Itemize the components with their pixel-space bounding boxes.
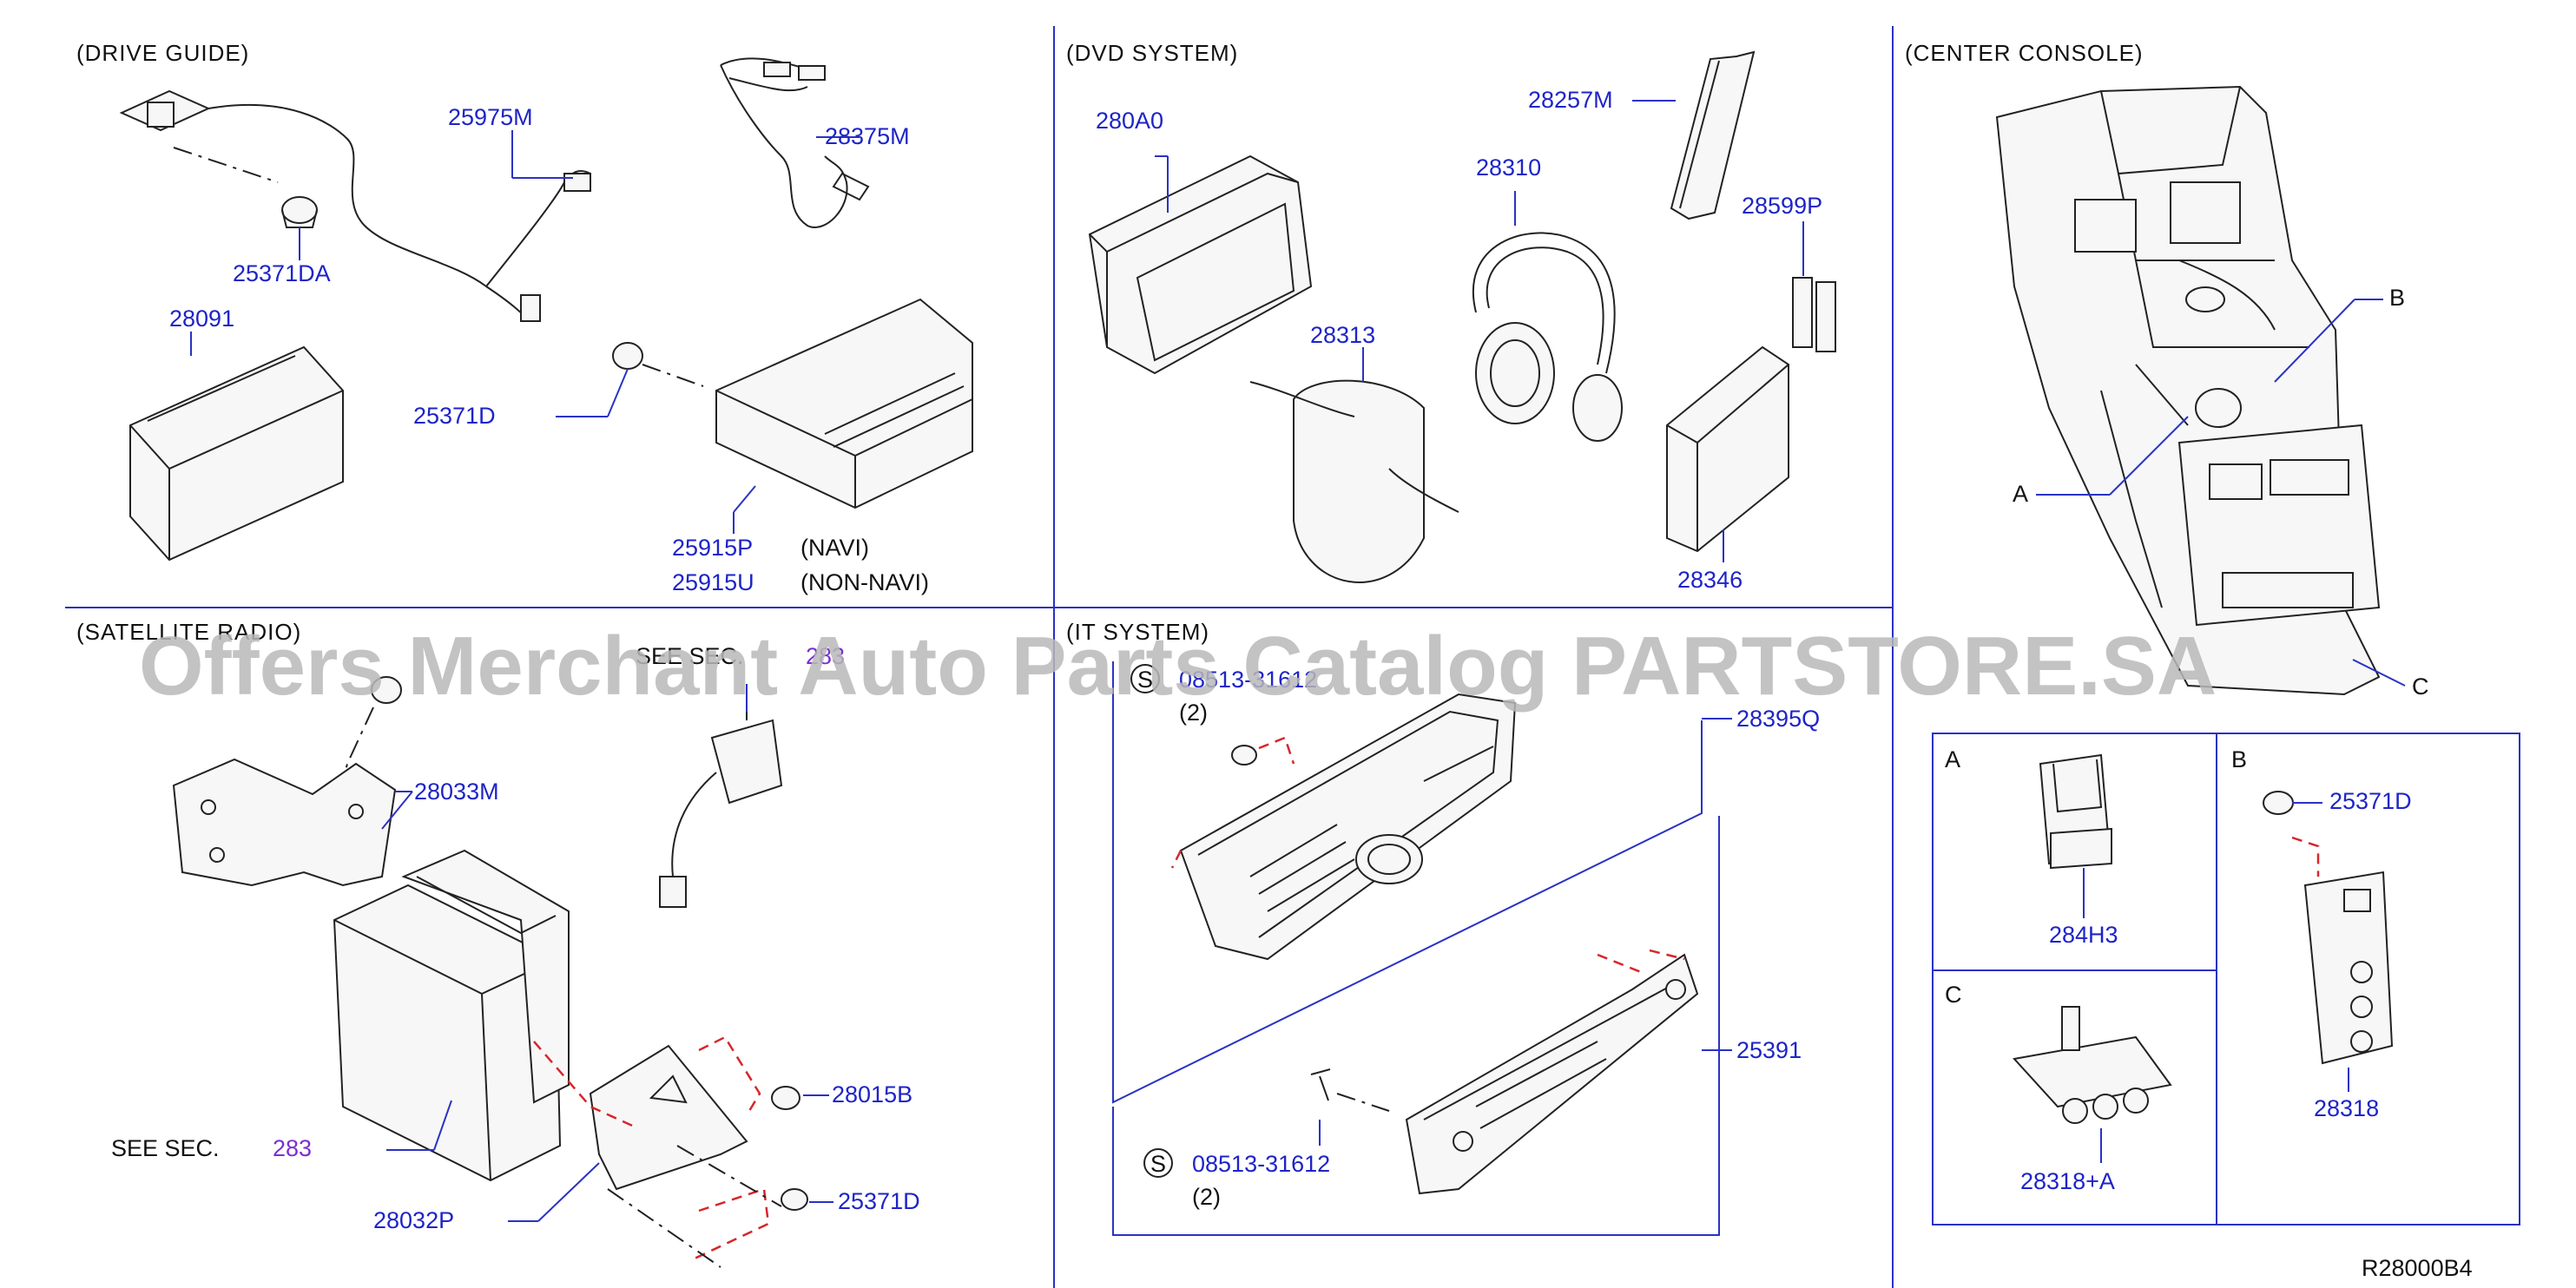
part-08513-31612-top[interactable]: 08513-31612: [1179, 667, 1317, 693]
dvd-system-drawings: [1088, 50, 1836, 583]
s-symbol-top-icon: [1130, 664, 1160, 693]
section-title-dvd-system: (DVD SYSTEM): [1066, 40, 1238, 66]
s-symbol-bottom-icon: [1143, 1148, 1173, 1178]
part-28318-A[interactable]: 28318+A: [2020, 1168, 2115, 1194]
see-sec-bottom-ref[interactable]: 283: [273, 1135, 312, 1161]
center-console-drawings: [1995, 85, 2381, 696]
panel-separators: [65, 26, 1894, 1288]
part-25371DA[interactable]: 25371DA: [233, 260, 331, 286]
part-28346[interactable]: 28346: [1677, 567, 1743, 593]
satellite-radio-drawings: [172, 676, 808, 1268]
satellite-radio-leaders: [381, 684, 833, 1222]
dvd-system-leaders: [1155, 100, 1804, 562]
qty-top: (2): [1179, 700, 1208, 726]
part-284H3[interactable]: 284H3: [2049, 922, 2118, 948]
part-25975M[interactable]: 25975M: [448, 104, 533, 130]
see-sec-bottom: SEE SEC.: [111, 1135, 220, 1161]
callout-B: B: [2389, 285, 2405, 311]
section-title-satellite-radio: (SATELLITE RADIO): [76, 619, 301, 645]
detail-leaders: [2083, 802, 2349, 1163]
part-25915U-note: (NON-NAVI): [800, 569, 929, 595]
section-title-center-console: (CENTER CONSOLE): [1905, 40, 2144, 66]
part-28599P[interactable]: 28599P: [1742, 193, 1822, 219]
it-system-drawings: [1112, 661, 1720, 1236]
see-sec-top-ref[interactable]: 283: [806, 643, 845, 669]
section-title-drive-guide: (DRIVE GUIDE): [76, 40, 249, 66]
s-symbol-top: S: [1137, 667, 1153, 693]
part-25915P[interactable]: 25915P: [672, 535, 753, 561]
drive-guide-leaders: [190, 130, 860, 534]
part-28257M[interactable]: 28257M: [1528, 87, 1613, 113]
detail-label-C: C: [1945, 982, 1962, 1008]
part-25371D-console[interactable]: 25371D: [2329, 788, 2412, 814]
callout-C: C: [2412, 674, 2429, 700]
see-sec-top: SEE SEC.: [636, 643, 744, 669]
part-25915U[interactable]: 25915U: [672, 569, 754, 595]
part-08513-31612-bottom[interactable]: 08513-31612: [1192, 1151, 1330, 1177]
part-28032P[interactable]: 28032P: [373, 1207, 454, 1233]
callout-A: A: [2013, 481, 2028, 507]
detail-label-B: B: [2231, 746, 2247, 772]
part-25371D-drive[interactable]: 25371D: [413, 403, 496, 429]
s-symbol-bottom: S: [1150, 1151, 1166, 1177]
part-28091[interactable]: 28091: [169, 306, 234, 332]
part-28033M[interactable]: 28033M: [414, 779, 499, 805]
part-28395Q[interactable]: 28395Q: [1736, 706, 1820, 732]
qty-bottom: (2): [1192, 1184, 1221, 1210]
part-28375M[interactable]: 28375M: [825, 123, 910, 149]
section-title-it-system: (IT SYSTEM): [1066, 619, 1209, 645]
detail-boxes: [1932, 733, 2520, 1226]
diagram-code: R28000B4: [2362, 1255, 2473, 1281]
watermark-text: Offers Merchant Auto Parts Catalog PARTS…: [139, 620, 2217, 713]
detail-drawings: [2013, 753, 2394, 1124]
part-28318[interactable]: 28318: [2314, 1095, 2379, 1121]
it-system-leaders: [1319, 718, 1732, 1146]
part-280A0[interactable]: 280A0: [1096, 108, 1163, 134]
part-28015B[interactable]: 28015B: [832, 1081, 912, 1107]
part-28310[interactable]: 28310: [1476, 154, 1541, 181]
part-25391[interactable]: 25391: [1736, 1037, 1802, 1063]
detail-label-A: A: [1945, 746, 1960, 772]
part-25915P-note: (NAVI): [800, 535, 869, 561]
center-console-leaders: [2036, 299, 2406, 687]
part-25371D-radio[interactable]: 25371D: [838, 1188, 920, 1214]
part-28313[interactable]: 28313: [1310, 322, 1375, 348]
